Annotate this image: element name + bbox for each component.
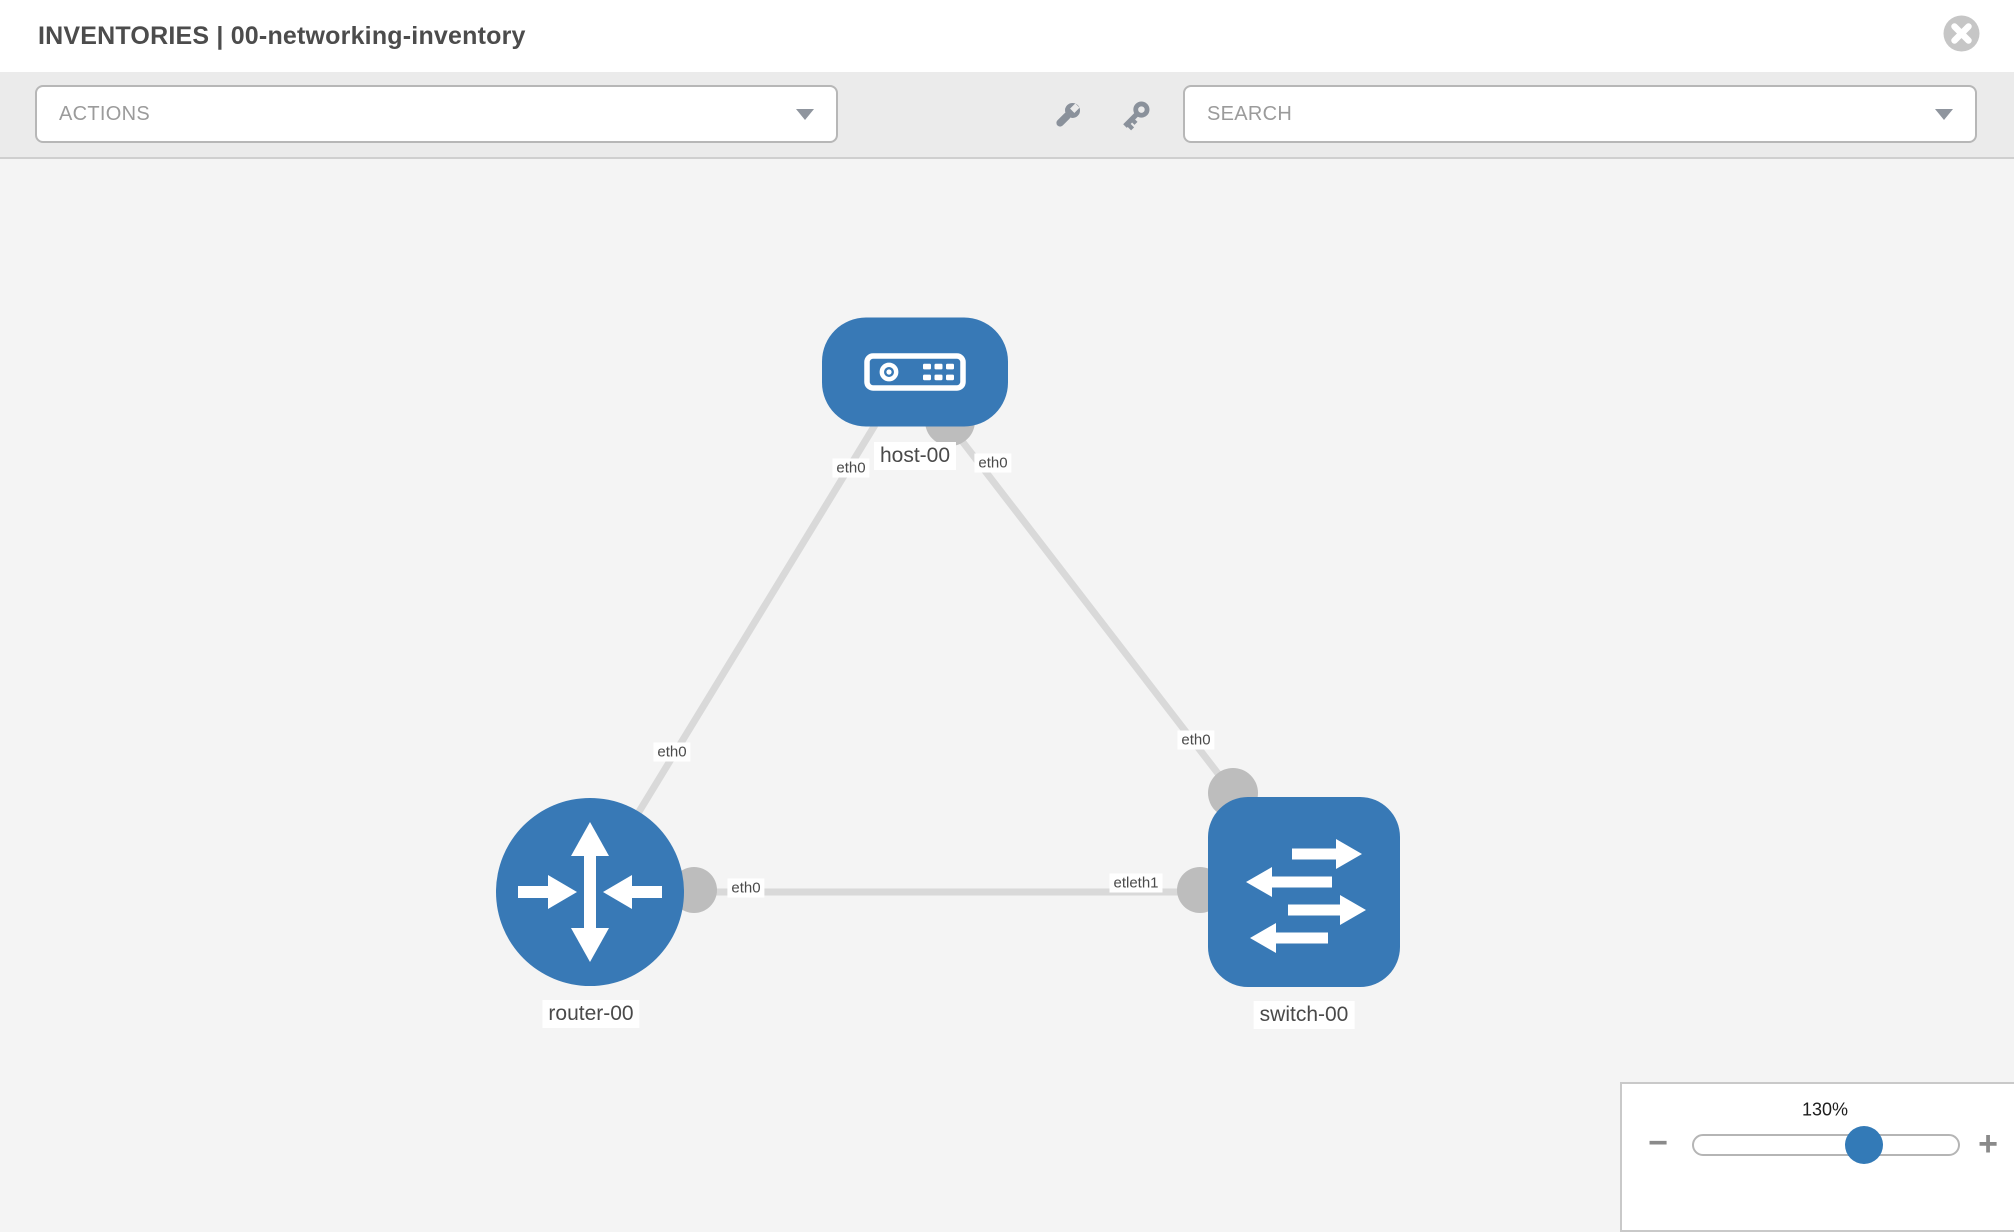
- chevron-down-icon: [796, 108, 814, 120]
- interface-label: eth0: [653, 742, 691, 762]
- actions-dropdown[interactable]: ACTIONS: [35, 85, 838, 143]
- node-switch-00[interactable]: [1208, 797, 1400, 987]
- zoom-slider-knob[interactable]: [1845, 1126, 1884, 1164]
- toolbar: ACTIONS SEARCH: [0, 72, 2014, 159]
- zoom-level-label: 130%: [1801, 1099, 1849, 1120]
- close-button[interactable]: [1943, 15, 1980, 52]
- switch-icon: [1246, 839, 1366, 953]
- node-label-router-00: router-00: [542, 1000, 640, 1028]
- search-dropdown[interactable]: SEARCH: [1183, 85, 1977, 143]
- node-label-switch-00: switch-00: [1253, 1001, 1355, 1029]
- key-icon[interactable]: [1118, 99, 1152, 133]
- topology-canvas[interactable]: host-00 router-00 switch-00 eth0 eth0 eth0 eth…: [0, 0, 2014, 1200]
- page-header: INVENTORIES | 00-networking-inventory: [0, 0, 2014, 72]
- actions-dropdown-label: ACTIONS: [59, 102, 150, 125]
- chevron-down-icon: [1935, 108, 1953, 120]
- topology-svg: [496, 317, 1400, 987]
- wrench-icon[interactable]: [1050, 99, 1084, 133]
- zoom-slider-track[interactable]: [1692, 1126, 1960, 1164]
- interface-label: eth0: [1177, 730, 1215, 750]
- host-icon: [864, 353, 966, 391]
- close-icon: [1943, 15, 1980, 52]
- node-router-00[interactable]: [496, 798, 684, 986]
- zoom-panel: 130% − +: [1620, 1082, 2014, 1232]
- page-title: INVENTORIES | 00-networking-inventory: [38, 21, 526, 50]
- interface-label: eth0: [832, 458, 870, 478]
- search-placeholder: SEARCH: [1207, 102, 1293, 125]
- interface-label: etleth1: [1109, 873, 1163, 893]
- node-host-00[interactable]: [822, 317, 1008, 427]
- zoom-out-button[interactable]: −: [1648, 1124, 1668, 1162]
- interface-label: eth0: [974, 453, 1012, 473]
- router-icon: [518, 822, 662, 962]
- zoom-in-button[interactable]: +: [1978, 1125, 1998, 1163]
- interface-label: eth0: [727, 878, 765, 898]
- node-label-host-00: host-00: [873, 442, 957, 470]
